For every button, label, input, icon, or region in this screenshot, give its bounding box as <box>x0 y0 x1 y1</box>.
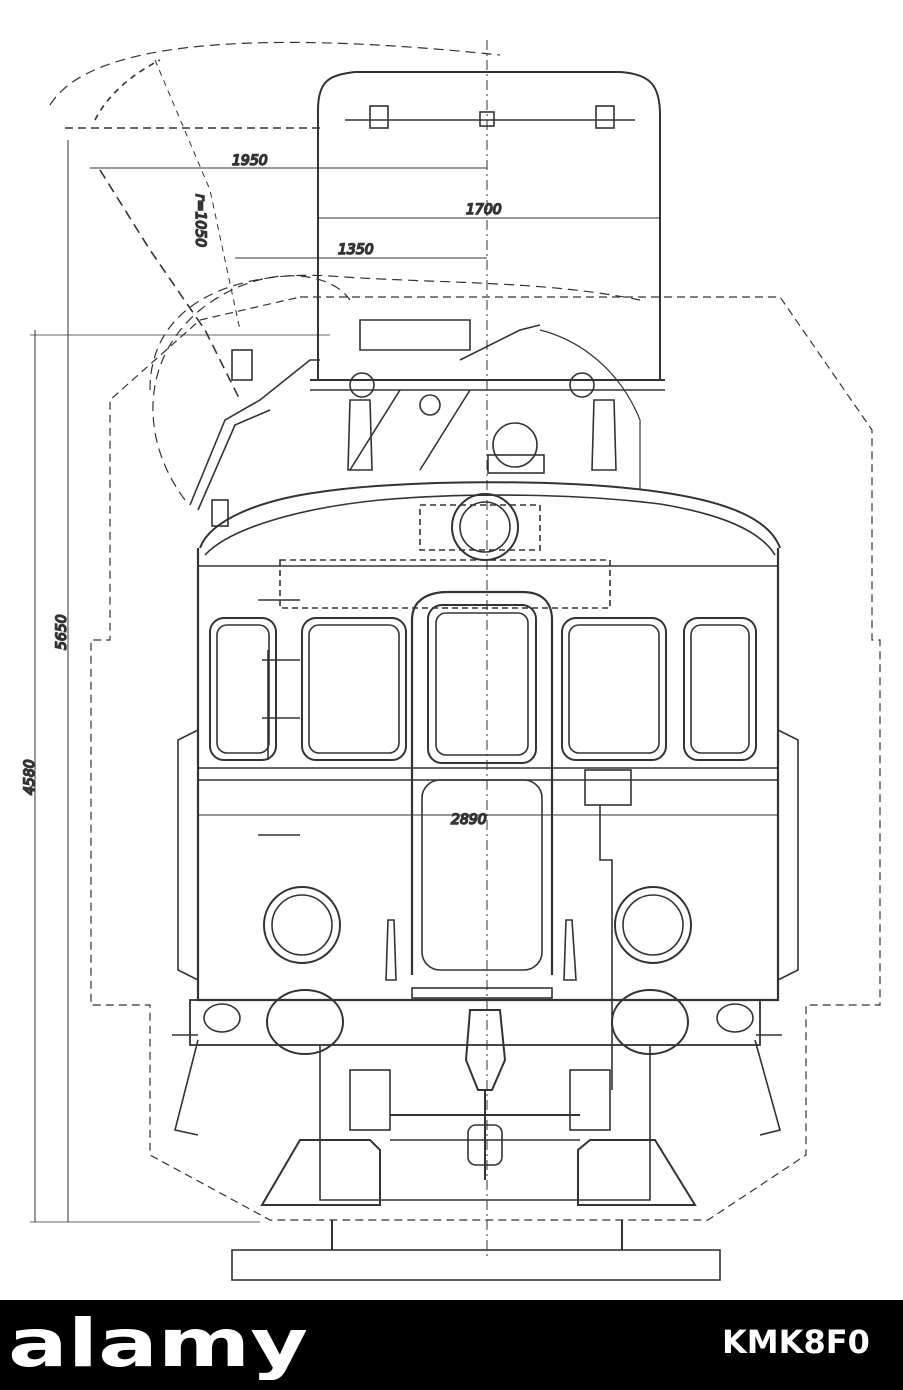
dim-label-total-height: 5650 <box>54 614 70 650</box>
window-far-left-inner <box>216 624 270 754</box>
front-door-window <box>427 604 537 764</box>
buffer-left <box>266 989 344 1055</box>
headlamp-right <box>614 886 692 964</box>
window-right-inner <box>568 624 660 754</box>
drawing-canvas: 1950 1700 1350 r=1050 5650 4580 2890 <box>21 40 881 1281</box>
roof-outline <box>199 481 781 549</box>
roof-insulator-left <box>347 399 373 471</box>
pantograph-lowered-arc <box>149 274 641 391</box>
headlamp-right-inner <box>622 894 684 956</box>
pantograph-lower-arm-left <box>349 389 401 471</box>
window-far-right <box>683 617 757 761</box>
pantograph-arm-dashed-2 <box>94 59 161 121</box>
loading-gauge-outline <box>90 296 881 1221</box>
pantograph-bearing-right <box>569 372 595 398</box>
pantograph-lowered-block <box>231 349 253 381</box>
window-far-left <box>209 617 277 761</box>
buffer-beam <box>189 999 761 1046</box>
headlamp-left <box>263 886 341 964</box>
window-right <box>561 617 667 761</box>
dim-label-top-offset: 1950 <box>232 153 268 169</box>
plow-right <box>577 1139 697 1206</box>
alamy-logo-text: alamy <box>8 1310 308 1380</box>
body-side-right <box>777 729 799 981</box>
axle-box-left <box>349 1069 391 1131</box>
dim-label-pantograph-width: 1700 <box>466 202 502 218</box>
side-step-right <box>754 1039 781 1136</box>
window-left <box>301 617 407 761</box>
front-door-window-inner <box>435 612 529 756</box>
axle-box-right <box>569 1069 611 1131</box>
pantograph-lower-arm-right <box>419 389 471 471</box>
pantograph-bearing-left <box>349 372 375 398</box>
front-door-panel <box>421 779 543 971</box>
roof-inner-line <box>204 494 776 556</box>
front-door <box>410 590 554 975</box>
dim-label-body-width: 2890 <box>451 812 487 828</box>
dim-label-pantograph-inner: 1350 <box>338 242 374 258</box>
air-hose-left <box>385 919 397 981</box>
watermark-bar: alamy KMK8F0 <box>0 1300 903 1390</box>
pantograph-center-block <box>479 111 495 127</box>
body-cornice-dashed <box>279 559 611 609</box>
pantograph-cable <box>539 329 641 490</box>
body-side-left <box>177 729 199 981</box>
roof-hatch-dashed <box>419 504 541 551</box>
buffer-stub-left <box>203 1003 241 1033</box>
pantograph-insulator-right <box>595 105 615 129</box>
window-left-inner <box>308 624 400 754</box>
plow-left <box>260 1139 381 1206</box>
roof-equipment-box <box>487 454 545 474</box>
pantograph-lowered-frame-2 <box>197 409 271 511</box>
roof-insulator-right <box>591 399 617 471</box>
dim-label-radius: r=1050 <box>192 194 208 247</box>
pantograph-raised-frame <box>317 71 661 380</box>
bogie-frame <box>319 1045 651 1201</box>
roof-gauge-dial <box>492 422 538 468</box>
rail-base <box>231 1249 721 1281</box>
coupler-hook <box>464 1009 507 1091</box>
pantograph-swing-arc <box>49 41 501 106</box>
coupler-link <box>467 1124 503 1166</box>
pantograph-pivot <box>419 394 441 416</box>
brake-pipe <box>599 805 613 1090</box>
dim-label-body-height: 4580 <box>22 759 38 795</box>
roof-round-hatch-inner <box>459 501 511 553</box>
radius-arrow-path <box>154 59 241 331</box>
electrical-box <box>584 769 632 806</box>
pantograph-swing-circle <box>152 275 351 501</box>
air-hose-right <box>563 919 577 981</box>
locomotive-front-elevation-drawing: 1950 1700 1350 r=1050 5650 4580 2890 <box>21 40 881 1281</box>
image-id: KMK8F0 <box>722 1323 870 1361</box>
pantograph-lowered-insulator <box>211 499 229 527</box>
pantograph-arm-dashed <box>99 169 241 401</box>
pantograph-linkage <box>359 319 471 351</box>
pantograph-insulator-left <box>369 105 389 129</box>
pantograph-lowered-frame <box>189 359 320 506</box>
buffer-stub-right <box>716 1003 754 1033</box>
front-door-step <box>411 987 553 999</box>
window-far-right-inner <box>690 624 750 754</box>
pantograph-spring-arm <box>459 324 541 361</box>
headlamp-left-inner <box>271 894 333 956</box>
alamy-logo: alamy <box>8 1310 308 1380</box>
side-step-left <box>174 1039 199 1136</box>
